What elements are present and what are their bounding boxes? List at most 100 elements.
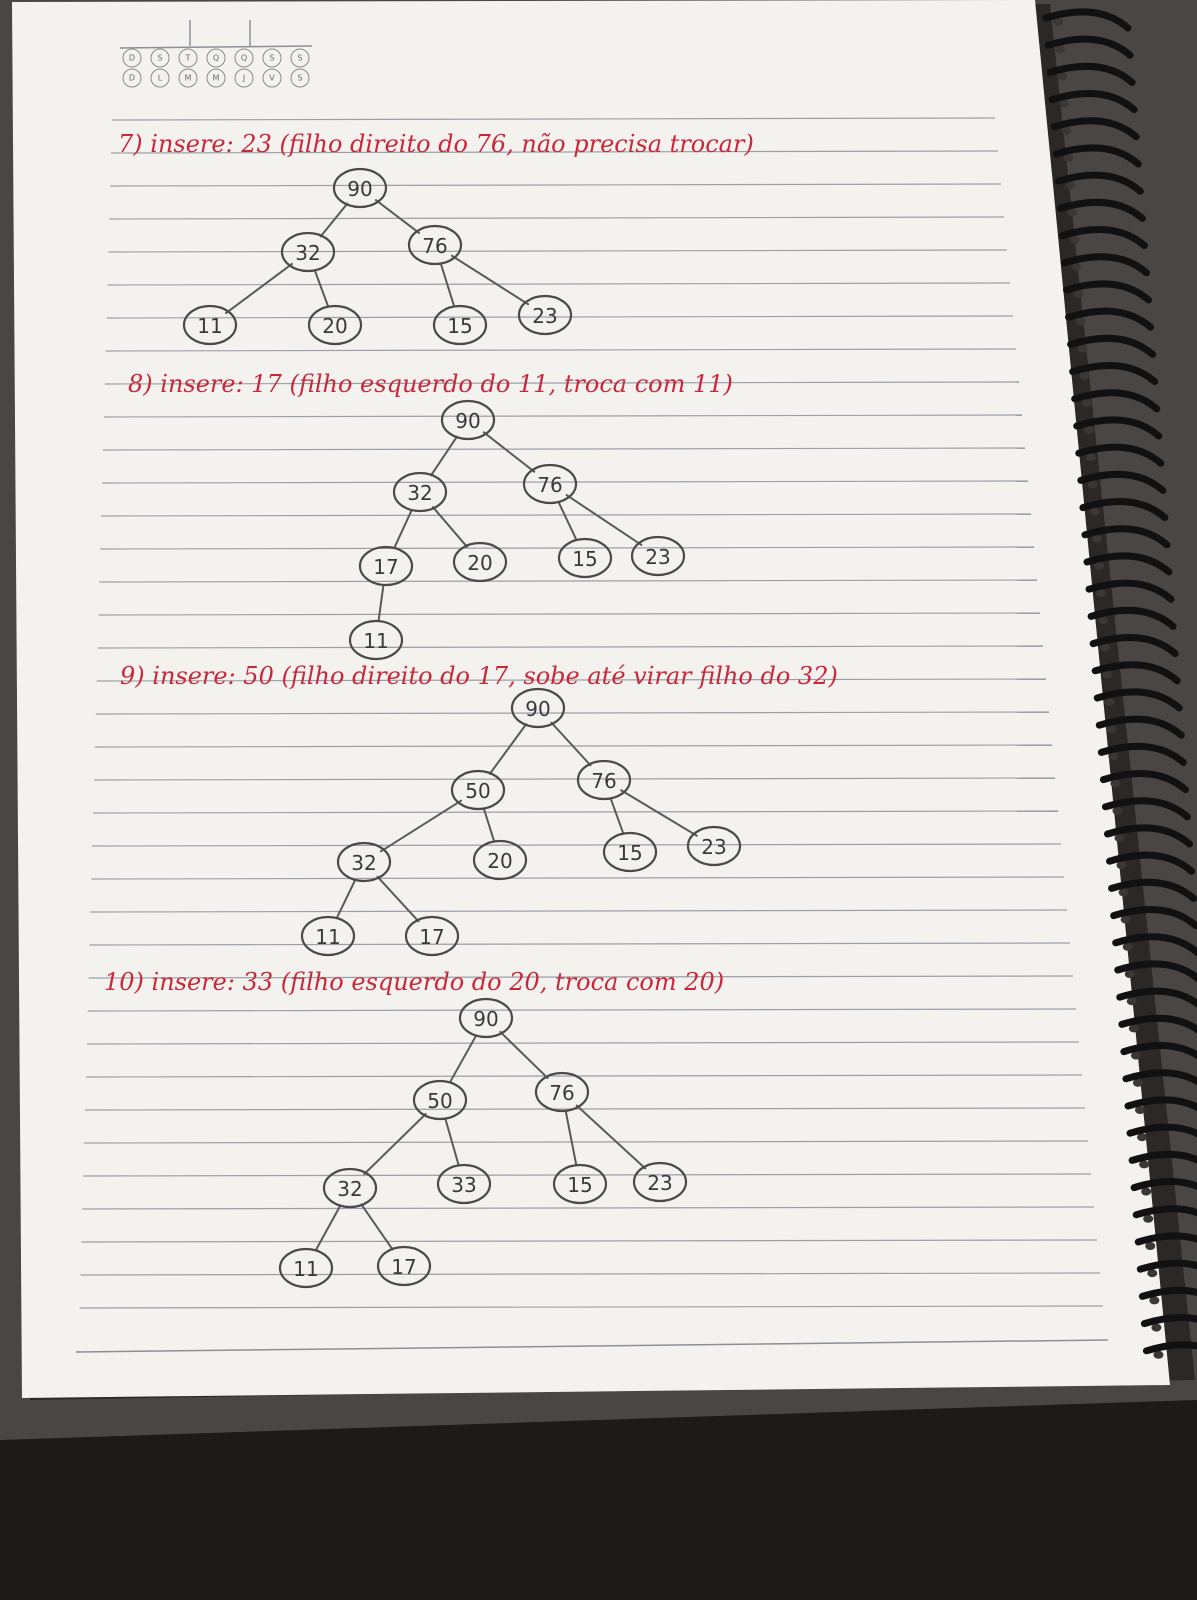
tree-edge — [564, 1110, 578, 1166]
heap-node: 76 — [522, 463, 578, 505]
tree-edge — [439, 263, 456, 307]
ruled-line — [106, 315, 1014, 319]
weekday-letter: D — [129, 74, 135, 83]
tree-edge — [557, 501, 578, 541]
heap-node: 15 — [602, 831, 658, 873]
binding-hole — [1063, 154, 1074, 162]
weekday-letter: Q — [213, 54, 219, 63]
binding-hole — [1055, 45, 1066, 54]
weekday-circle — [262, 48, 282, 68]
weekday-letter: S — [297, 54, 302, 63]
weekday-circle — [234, 48, 254, 68]
binding-hole — [1085, 453, 1096, 462]
tree-edge — [225, 262, 293, 315]
binding-coil — [1112, 933, 1197, 957]
node-value: 50 — [465, 779, 490, 803]
weekday-letter: L — [158, 74, 163, 83]
binding-hole — [1098, 616, 1109, 625]
tree-edge — [376, 875, 420, 923]
binding-coil — [1122, 1069, 1197, 1086]
binding-coil — [1069, 362, 1159, 386]
binding-coil — [1106, 851, 1196, 875]
node-circle — [432, 304, 488, 346]
node-circle — [522, 463, 578, 505]
node-value: 90 — [473, 1007, 498, 1031]
tree-edge — [314, 1204, 342, 1252]
heap-node: 11 — [348, 619, 404, 661]
node-circle — [630, 535, 686, 577]
weekday-circle — [206, 68, 226, 88]
ruled-line — [84, 1107, 1086, 1111]
tree-edge — [319, 202, 349, 238]
node-circle — [510, 687, 566, 729]
binding-hole — [1112, 806, 1123, 815]
ruled-line — [102, 480, 1029, 484]
node-circle — [472, 839, 528, 881]
weekday-circle — [234, 68, 254, 88]
node-value: 23 — [701, 835, 726, 859]
binding-hole — [1073, 290, 1084, 298]
weekday-letter: T — [185, 54, 191, 63]
binding-hole — [1145, 1242, 1156, 1250]
weekday-circle — [150, 68, 170, 88]
node-value: 23 — [532, 304, 557, 328]
heap-node: 76 — [576, 759, 632, 801]
ruled-line — [95, 711, 1050, 715]
spiral-binding — [1042, 8, 1197, 1359]
weekday-circle — [290, 48, 310, 68]
node-circle — [332, 167, 388, 209]
tree-edge — [363, 1112, 427, 1176]
binding-coil — [1093, 688, 1183, 712]
heap-node: 15 — [432, 304, 488, 346]
heap-node: 32 — [322, 1167, 378, 1209]
binding-coil — [1099, 770, 1189, 794]
binding-hole — [1104, 698, 1115, 706]
binding-hole — [1116, 861, 1127, 870]
ruled-line — [91, 876, 1065, 880]
ruled-line — [99, 579, 1038, 583]
node-circle — [436, 1163, 492, 1205]
binding-coil — [1081, 525, 1171, 549]
binding-coil — [1134, 1232, 1197, 1246]
node-circle — [280, 231, 336, 273]
ruled-line — [84, 1140, 1089, 1144]
binding-coil — [1110, 906, 1197, 930]
node-circle — [300, 915, 356, 957]
tree-edge — [448, 1034, 478, 1084]
ruled-line — [111, 150, 999, 154]
ruled-lines — [75, 117, 1109, 1353]
step-7-heading: 7) insere: 23 (filho direito do 76, não … — [118, 130, 754, 158]
binding-coil — [1071, 389, 1161, 413]
heap-node: 50 — [450, 769, 506, 811]
node-circle — [358, 545, 414, 587]
binding-hole — [1124, 970, 1135, 978]
binding-coil — [1060, 253, 1150, 277]
binding-coil — [1089, 634, 1179, 658]
node-value: 11 — [197, 314, 222, 338]
binding-coil — [1132, 1205, 1197, 1219]
binding-hole — [1087, 480, 1098, 489]
binding-hole — [1061, 126, 1072, 135]
node-value: 17 — [419, 925, 444, 949]
node-circle — [458, 997, 514, 1039]
node-value: 32 — [337, 1177, 362, 1201]
heap-node: 23 — [686, 825, 742, 867]
binding-coil — [1083, 552, 1173, 576]
tree-edge — [430, 435, 458, 477]
heap-node: 23 — [517, 294, 573, 336]
binding-coil — [1118, 1014, 1197, 1034]
tree-edge — [393, 509, 413, 549]
binding-hole — [1089, 507, 1100, 516]
ruled-line — [101, 513, 1032, 517]
binding-coil — [1058, 226, 1148, 250]
binding-coil — [1116, 987, 1197, 1008]
node-circle — [602, 831, 658, 873]
binding-hole — [1091, 534, 1102, 543]
node-circle — [452, 541, 508, 583]
dark-cloth — [0, 1400, 1197, 1600]
node-circle — [576, 759, 632, 801]
node-value: 15 — [447, 314, 472, 338]
